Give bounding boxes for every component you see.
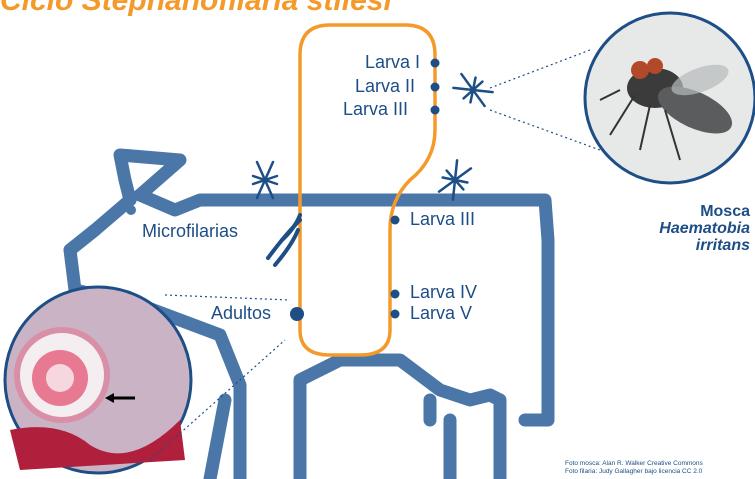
fly-icon <box>451 71 494 110</box>
credit-line-2: Foto filaria: Judy Gallagher bajo licenc… <box>565 468 703 476</box>
fly-callout-line <box>490 50 600 150</box>
fly-species-line2: irritans <box>640 237 750 254</box>
filaria-photo-circle <box>5 287 191 473</box>
label-larva-3-fly: Larva III <box>343 99 408 120</box>
fly-caption: Mosca Haematobia irritans <box>640 203 750 254</box>
label-larva-5: Larva V <box>410 303 472 324</box>
larva-1-dot <box>431 59 440 68</box>
credit-line-1: Foto mosca: Alan R. Walker Creative Comm… <box>565 460 703 468</box>
label-adultos: Adultos <box>211 303 271 324</box>
photo-credits: Foto mosca: Alan R. Walker Creative Comm… <box>565 460 703 475</box>
fly-icon <box>253 162 277 198</box>
larva-2-dot <box>431 83 440 92</box>
cow-eye <box>126 205 136 215</box>
label-larva-3-host: Larva III <box>410 209 475 230</box>
larva-5-dot <box>391 310 400 319</box>
worm-icon <box>268 215 300 265</box>
label-microfilarias: Microfilarias <box>142 221 238 242</box>
fly-species-line1: Haematobia <box>640 220 750 237</box>
adultos-dot <box>290 307 304 321</box>
label-larva-2: Larva II <box>355 76 415 97</box>
fly-name: Mosca <box>640 203 750 220</box>
larva-4-dot <box>391 290 400 299</box>
fly-photo-circle <box>585 13 755 183</box>
label-larva-4: Larva IV <box>410 282 477 303</box>
larva-3-fly-dot <box>431 106 440 115</box>
label-larva-1: Larva I <box>365 52 420 73</box>
larva-3-host-dot <box>391 216 400 225</box>
page-title: Ciclo Stephanofilaria stilesi <box>0 0 392 18</box>
